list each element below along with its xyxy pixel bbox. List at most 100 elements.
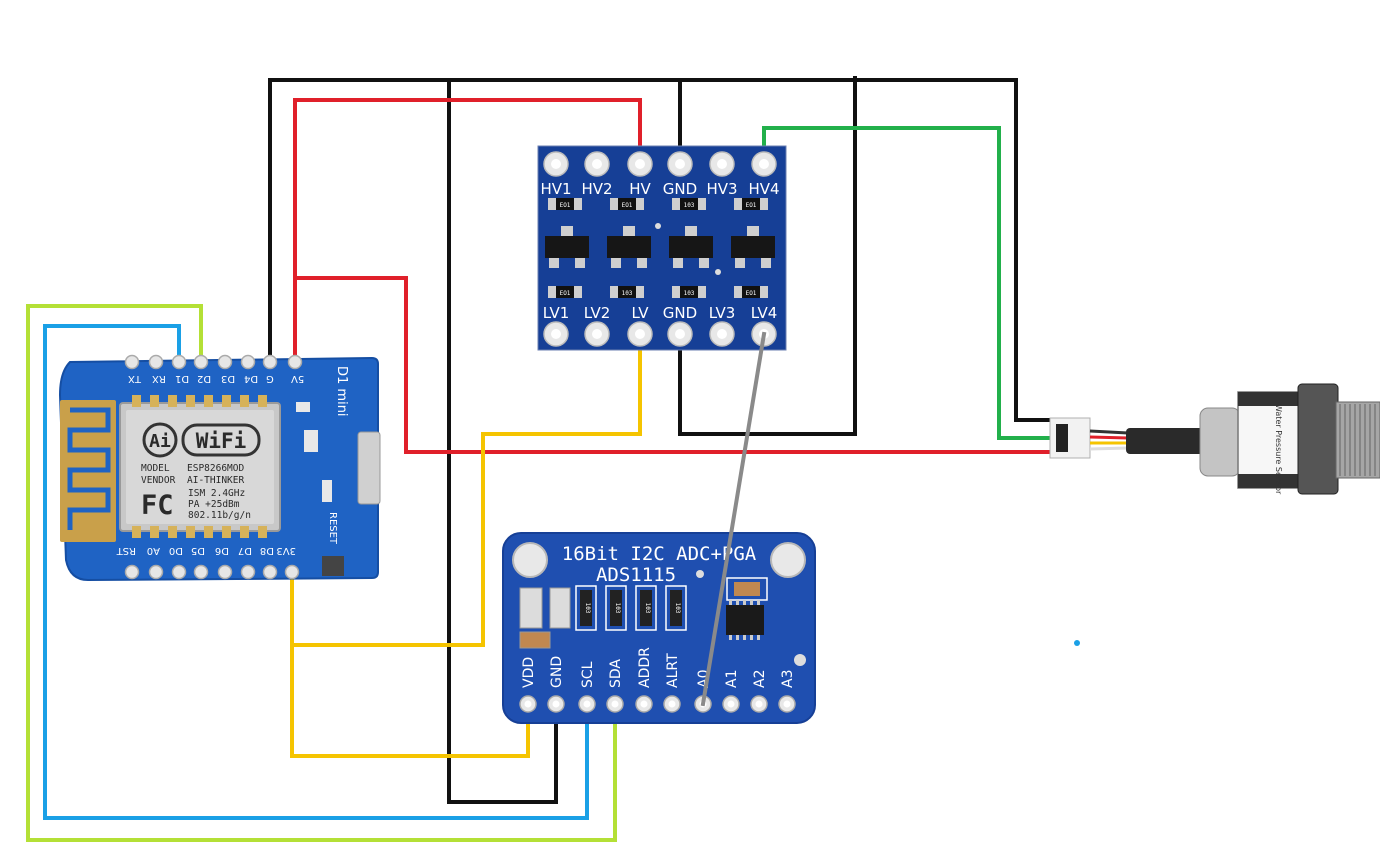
ads-pin-label: A1 xyxy=(724,670,740,688)
ls-hv-pin-hole xyxy=(635,159,645,169)
ads-pin-hole xyxy=(783,700,791,708)
ls-mosfet-leg xyxy=(735,258,745,268)
sensor-thread-lines xyxy=(1339,404,1376,476)
sensor-lead-black xyxy=(1089,429,1129,435)
ls-mosfet xyxy=(607,236,651,258)
ls-via xyxy=(715,269,721,275)
module-pad xyxy=(186,526,195,538)
module-pad xyxy=(222,526,231,538)
d1-top-pin-label: 5V xyxy=(291,373,304,384)
ls-mosfet-leg xyxy=(575,258,585,268)
wire-black-ground-bus xyxy=(268,78,1054,422)
ads-ic-leg xyxy=(736,635,739,640)
sensor-lead-red xyxy=(1089,435,1129,440)
ls-mosfet-leg xyxy=(637,258,647,268)
module-spec-3: 802.11b/g/n xyxy=(188,510,251,521)
ads-ic-leg xyxy=(743,635,746,640)
d1-bottom-pin-label: A0 xyxy=(147,545,160,556)
sensor-hex-nut xyxy=(1297,383,1339,495)
ls-resistor-body xyxy=(742,286,760,298)
d1-bottom-pin-pad xyxy=(284,564,300,580)
ai-logo-text: Ai xyxy=(149,431,171,452)
ls-mosfet-leg xyxy=(549,258,559,268)
wire-red-5v-hv xyxy=(293,98,642,364)
ls-resistor-label: 103 xyxy=(684,202,695,209)
ads-pin-label: A3 xyxy=(780,670,796,688)
ads-pin-hole xyxy=(611,700,619,708)
d1-bottom-pin-pad xyxy=(240,564,256,580)
d1-top-pin-label: RX xyxy=(152,373,166,384)
wires-back xyxy=(26,76,1054,842)
ls-via xyxy=(655,223,661,229)
d1-bottom-pin-pad xyxy=(171,564,187,580)
d1-bottom-pin-label: D0 xyxy=(169,545,183,556)
d1-top-pin-pad xyxy=(240,354,256,370)
ls-mosfet-tab xyxy=(747,226,759,236)
ls-resistor-end xyxy=(636,286,644,298)
ls-lv-pin-label: LV2 xyxy=(584,304,611,322)
ads-ic-leg xyxy=(729,600,732,605)
d1-bottom-pin-pad xyxy=(148,564,164,580)
d1-top-pin-label: D2 xyxy=(197,373,211,384)
ads-pin-hole xyxy=(583,700,591,708)
ads-pin-hole xyxy=(727,700,735,708)
d1-top-pin-pad xyxy=(171,354,187,370)
module-pad xyxy=(240,526,249,538)
d1-mini-board: Ai WiFi MODEL ESP8266MOD VENDOR AI-THINK… xyxy=(58,354,381,582)
ls-mosfet-leg xyxy=(673,258,683,268)
module-spec-2: PA +25dBm xyxy=(188,499,240,510)
ls-mosfet-tab xyxy=(561,226,573,236)
wire-red-5v-sensor xyxy=(293,276,1054,454)
d1-top-pin-pad xyxy=(148,354,164,370)
ads-resistor-body xyxy=(640,590,652,626)
d1-bottom-pin-label: D7 xyxy=(238,545,252,556)
module-vendor-label: VENDOR xyxy=(141,475,176,486)
ads-title: 16Bit I2C ADC+PGA xyxy=(562,543,757,565)
ls-resistor-label: EO1 xyxy=(560,202,571,209)
ls-mosfet-tab xyxy=(685,226,697,236)
ads1115-pcb xyxy=(502,532,816,724)
ls-resistor-body xyxy=(618,286,636,298)
ls-mosfet xyxy=(731,236,775,258)
ads-pin-hole xyxy=(524,700,532,708)
d1-top-pin-pad xyxy=(124,354,140,370)
ls-resistor-label: EO1 xyxy=(746,202,757,209)
ls-lv-pin-hole xyxy=(592,329,602,339)
ads-via xyxy=(794,654,806,666)
ads-pin-label: VDD xyxy=(521,657,537,688)
ls-lv-pin-label: LV3 xyxy=(709,304,736,322)
ls-resistor-label: 103 xyxy=(622,290,633,297)
sensor-band-top xyxy=(1238,392,1300,406)
module-pad xyxy=(150,526,159,538)
ls-resistor-end xyxy=(636,198,644,210)
ads-pin-label: SCL xyxy=(580,661,596,688)
ls-resistor-end xyxy=(672,286,680,298)
ads-ic-leg xyxy=(757,600,760,605)
ads-chip-name: ADS1115 xyxy=(596,564,676,586)
ls-hv-pin-hole xyxy=(675,159,685,169)
d1-bottom-pin-label: 3V3 xyxy=(276,545,296,556)
sensor-thread xyxy=(1335,401,1380,479)
ls-resistor-end xyxy=(574,286,582,298)
ls-lv-pin-hole xyxy=(675,329,685,339)
wire-black-ground-drop xyxy=(447,78,558,804)
ads-pin-label: SDA xyxy=(608,659,624,688)
ls-lv-pin-label: GND xyxy=(663,304,697,322)
module-pad xyxy=(186,395,195,407)
module-pad xyxy=(132,395,141,407)
ls-resistor-end xyxy=(734,286,742,298)
ls-lv-pin-hole xyxy=(717,329,727,339)
module-pad xyxy=(150,395,159,407)
ls-resistor-end xyxy=(698,286,706,298)
ls-hv-pin-label: GND xyxy=(663,180,697,198)
pressure-sensor: Water Pressure Sensor xyxy=(1049,383,1380,495)
d1-bottom-pin-pad xyxy=(124,564,140,580)
d1-top-pin-pad xyxy=(217,354,233,370)
ls-resistor-body xyxy=(556,198,574,210)
ads-ic-leg xyxy=(750,600,753,605)
d1-component-3 xyxy=(322,480,332,502)
